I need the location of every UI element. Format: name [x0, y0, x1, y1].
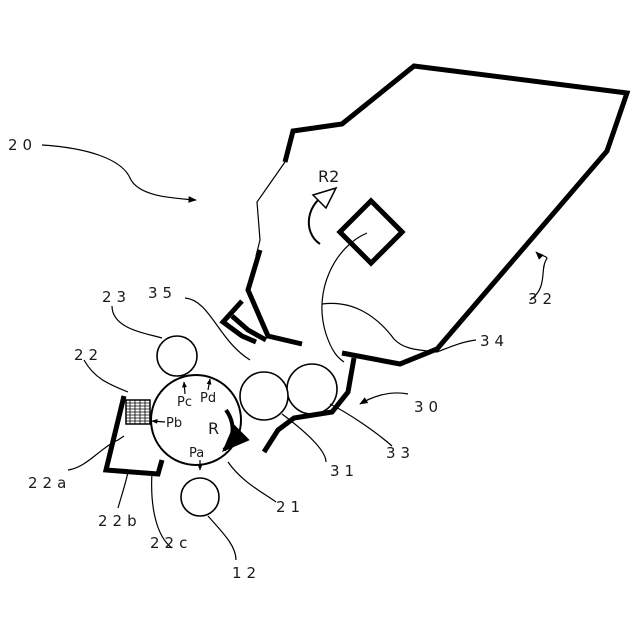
rotation-r2-arrowhead — [313, 188, 336, 208]
pos-pd-label: Pd — [200, 391, 216, 406]
ref-32-label: 32 — [528, 290, 557, 308]
ref-22c-label: 22c — [150, 534, 192, 552]
pos-pc-label: Pc — [177, 395, 192, 410]
housing-window — [340, 201, 402, 263]
rotation-r2-label: R2 — [318, 167, 339, 186]
ref-21-label: 21 — [276, 498, 305, 516]
ref-22b-label: 22b — [98, 512, 142, 530]
pos-pb-label: Pb — [166, 416, 182, 431]
pos-pa-label: Pa — [189, 446, 204, 461]
ref-33-label: 33 — [386, 444, 415, 462]
ref-12-label: 12 — [232, 564, 261, 582]
internal-curve-34 — [322, 303, 437, 352]
ref-22a-label: 22a — [28, 474, 71, 492]
housing-32 — [248, 66, 627, 364]
ref-23-label: 23 — [102, 288, 131, 306]
ref-34-label: 34 — [480, 332, 509, 350]
ref-30-label: 30 — [414, 398, 443, 416]
charging-roller-23 — [157, 336, 197, 376]
ref-22-label: 22 — [74, 346, 103, 364]
transfer-roller-12 — [181, 478, 219, 516]
ref-35-label: 35 — [148, 284, 177, 302]
ref-20-label: 20 — [8, 136, 37, 154]
ref-31-label: 31 — [330, 462, 359, 480]
developing-roller-31 — [240, 372, 288, 420]
rotation-r-label: R — [208, 419, 219, 438]
supply-roller-33 — [287, 364, 337, 414]
